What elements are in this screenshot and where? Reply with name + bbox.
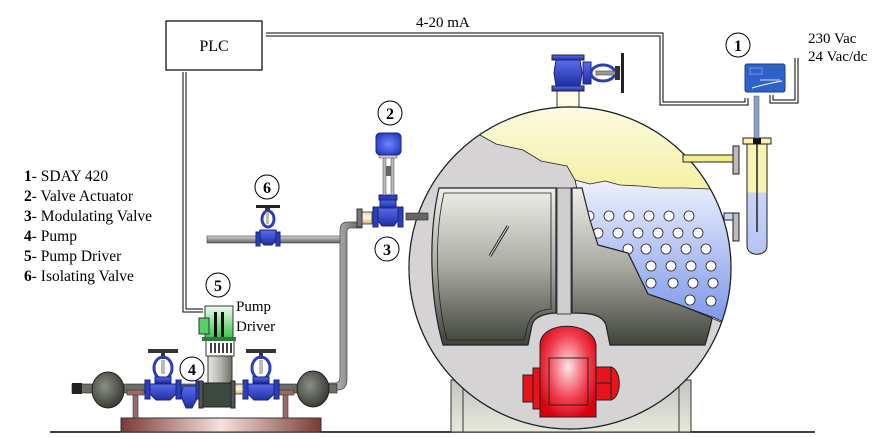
legend-item-5: 5- Pump Driver [24,248,122,265]
combustion-chamber-right [571,187,713,346]
callout-5: 5 [205,272,231,298]
valve-actuator [375,132,402,201]
combustion-chamber-left [431,187,557,346]
callout-1: 1 [725,32,751,58]
pump-driver [198,305,236,341]
pump-inlet-valve [144,349,202,409]
pump-driver-label-line2: Driver [236,319,275,335]
legend-item-6: 6- Isolating Valve [24,268,134,285]
isolating-valve [255,205,281,247]
signal-wire-plc-to-driver [182,72,203,313]
svg-text:5: 5 [214,278,222,295]
svg-text:2: 2 [386,106,394,123]
pump-driver-label-line1: Pump [236,299,271,315]
callout-6: 6 [254,174,280,200]
signal-wire-plc-to-sensor [266,32,749,106]
legend: 1- SDAY 420 2- Valve Actuator 3- Modulat… [24,167,152,287]
callout-2: 2 [377,100,403,126]
legend-item-3: 3- Modulating Valve [24,208,153,225]
pump-base [120,389,322,433]
modulating-valve [356,198,404,228]
sday-420-sensor [744,63,786,93]
steam-outlet-valve [551,53,624,110]
power-wire [769,58,799,104]
signal-label: 4-20 mA [416,15,470,31]
legend-item-4: 4- Pump [24,228,77,245]
legend-item-2: 2- Valve Actuator [24,188,134,205]
pump-outlet-valve [231,349,280,401]
callout-4: 4 [179,356,205,382]
burner [522,325,620,418]
level-column [682,95,772,255]
chamber-divider [556,187,572,315]
legend-item-1: 1- SDAY 420 [24,168,109,185]
power-label-24vac: 24 Vac/dc [808,49,868,65]
plc-box: PLC [165,20,263,71]
pump [198,339,236,409]
vessel-right [296,370,330,408]
svg-text:6: 6 [263,180,271,197]
svg-text:3: 3 [383,242,391,259]
fire-tubes [583,210,719,307]
plc-label: PLC [199,38,228,55]
svg-text:1: 1 [734,38,742,55]
power-label-230vac: 230 Vac [808,31,857,47]
vessel-left [91,371,125,409]
svg-text:4: 4 [188,362,196,379]
callout-3: 3 [374,236,400,262]
